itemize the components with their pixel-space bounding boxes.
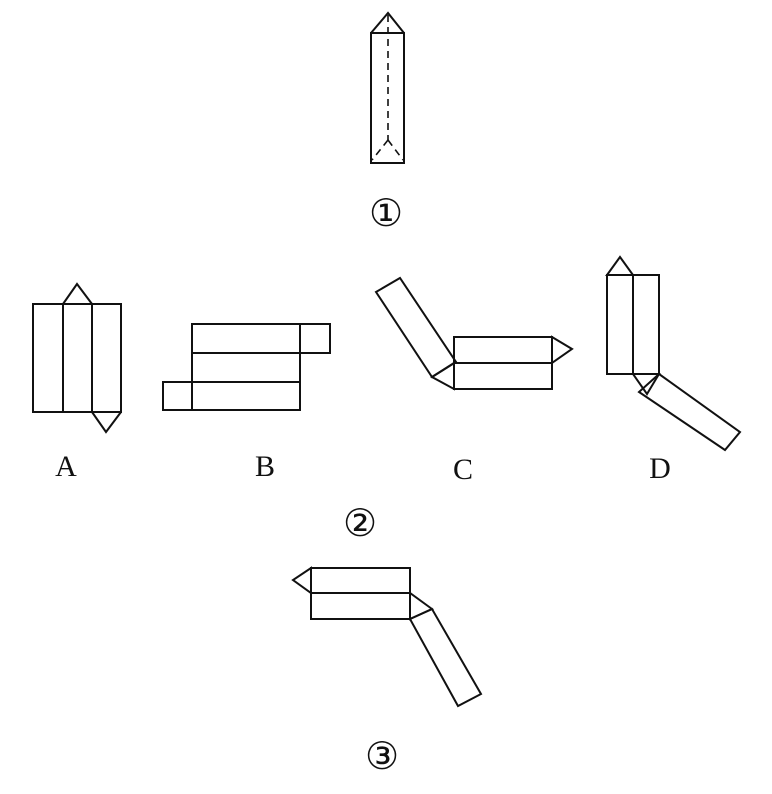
option-b-label: B [255,450,275,483]
net-option-a [32,282,122,434]
net-option-c [374,276,574,391]
figure-3-label: ③ [365,734,399,778]
option-d-label: D [649,452,671,485]
option-c-label: C [453,453,473,486]
net-option-b [162,323,331,411]
figure-2-label: ② [343,501,377,545]
figure-1-label: ① [369,191,403,235]
triangular-prism [370,11,405,164]
net-figure-3 [291,566,483,708]
option-a-label: A [55,450,77,483]
net-option-d [605,255,742,452]
